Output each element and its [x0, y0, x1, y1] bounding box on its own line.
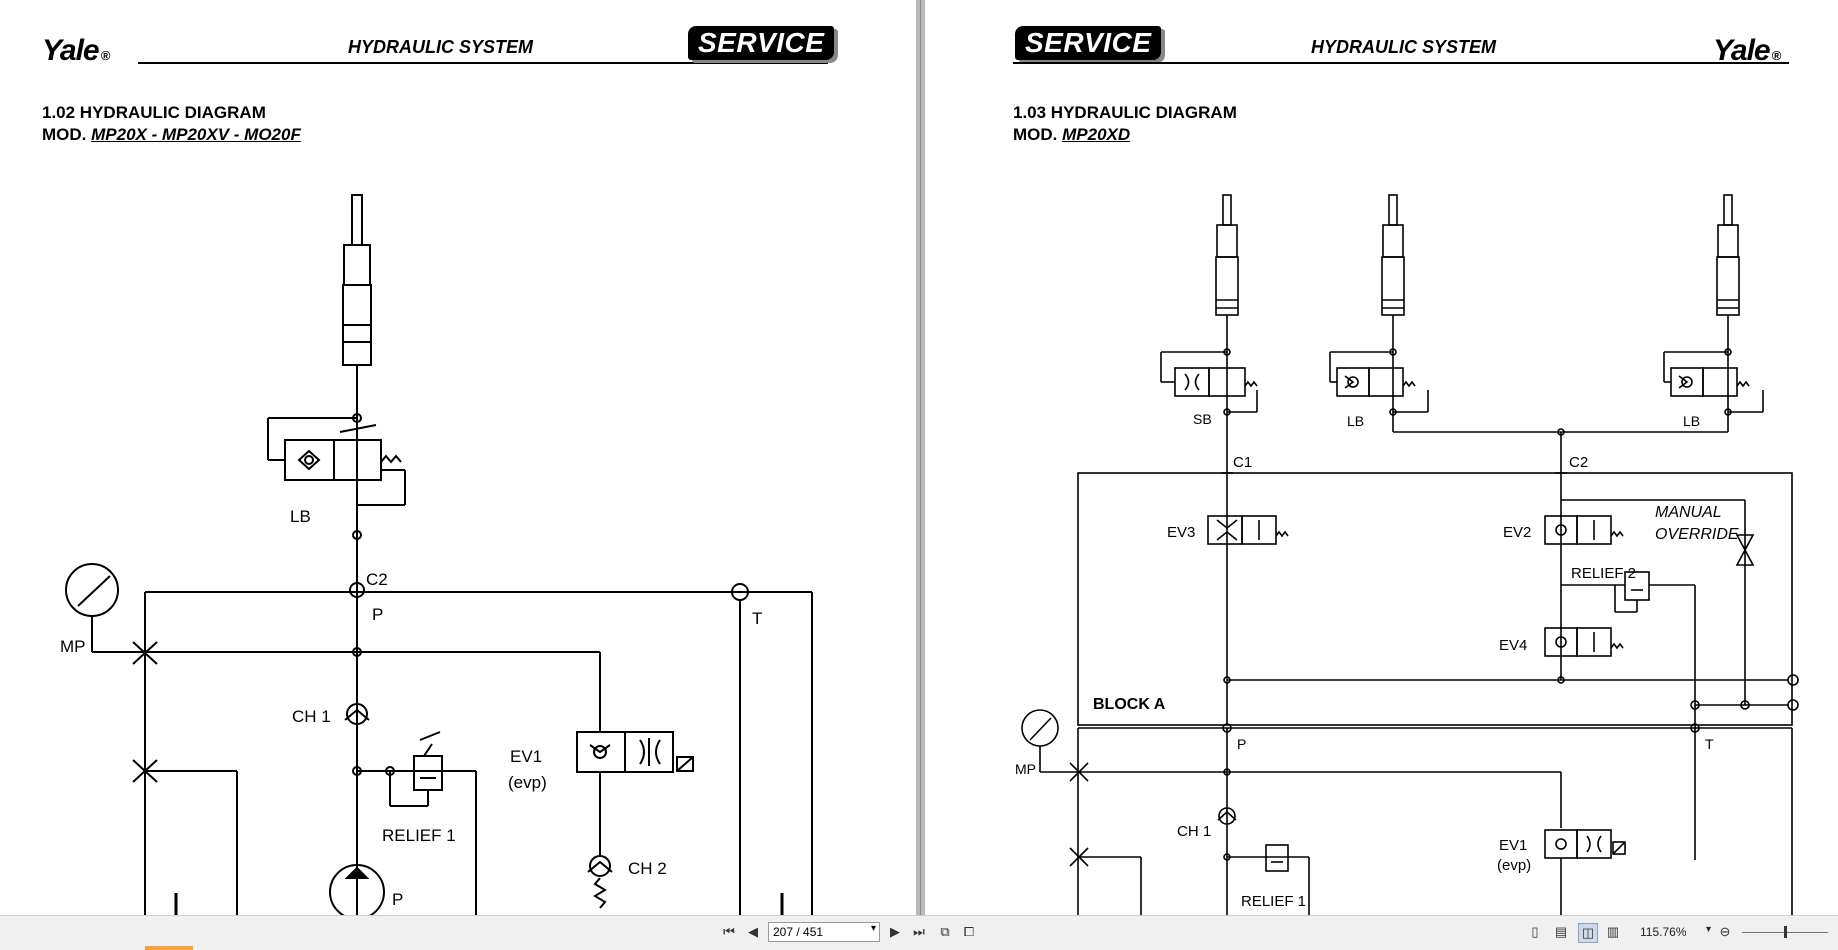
label-ch1: CH 1 — [292, 707, 331, 726]
prev-page-icon[interactable]: ◀ — [748, 924, 758, 939]
label-override: OVERRIDE — [1655, 526, 1739, 543]
label-lb: LB — [290, 507, 311, 526]
section-title: 1.02 HYDRAULIC DIAGRAM — [42, 103, 266, 122]
single-page-icon[interactable]: ▯ — [1531, 924, 1539, 939]
label-t: T — [1705, 736, 1714, 752]
viewer-toolbar: ⏮ ◀ 207 / 451▾ ▶ ⏭ ⧉ ⧠ ▯ ▤ ◫ ▥ 115.76% ▾… — [0, 915, 1838, 950]
last-page-icon[interactable]: ⏭ — [913, 924, 925, 939]
label-ev4: EV4 — [1499, 637, 1527, 654]
zoom-level[interactable]: 115.76% — [1640, 925, 1687, 939]
next-page-icon[interactable]: ▶ — [890, 924, 900, 939]
header-title: HYDRAULIC SYSTEM — [348, 37, 534, 57]
model-line: MOD. MP20XD — [1013, 125, 1131, 144]
label-ev1: EV1 — [510, 747, 542, 766]
label-ch1: CH 1 — [1177, 823, 1211, 840]
service-badge: SERVICE — [1015, 26, 1162, 60]
label-ev3: EV3 — [1167, 524, 1195, 541]
label-ch2: CH 2 — [628, 859, 667, 878]
yale-logo: Yale® — [42, 34, 110, 67]
continuous-icon[interactable]: ▤ — [1554, 924, 1568, 939]
label-c2: C2 — [1569, 454, 1588, 471]
label-lb2: LB — [1683, 413, 1700, 429]
section-title: 1.03 HYDRAULIC DIAGRAM — [1013, 103, 1237, 122]
label-c1: C1 — [1233, 454, 1252, 471]
label-mp: MP — [1015, 761, 1036, 777]
label-ev1: EV1 — [1499, 837, 1527, 854]
header-rule — [1013, 62, 1789, 64]
label-relief2: RELIEF 2 — [1571, 565, 1636, 582]
label-ev2: EV2 — [1503, 524, 1531, 541]
label-c2: C2 — [366, 570, 388, 589]
label-manual: MANUAL — [1655, 504, 1722, 521]
label-lb1: LB — [1347, 413, 1364, 429]
zoom-dropdown-icon[interactable]: ▾ — [1706, 924, 1712, 935]
page-divider — [916, 0, 925, 915]
label-relief1: RELIEF 1 — [382, 826, 456, 845]
model-line: MOD. MP20X - MP20XV - MO20F — [42, 125, 301, 144]
next-view-icon[interactable]: ⧠ — [963, 924, 975, 939]
hydraulic-diagram-right: SB LB LB C1 C2 EV3 EV2 MANUAL OVERRIDE R… — [1015, 194, 1799, 915]
page-number-input[interactable]: 207 / 451▾ — [768, 922, 880, 942]
label-evp: (evp) — [508, 773, 547, 792]
document-page-right: SERVICE HYDRAULIC SYSTEM Yale® 1.03 HYDR… — [925, 0, 1838, 915]
label-relief1: RELIEF 1 — [1241, 893, 1306, 910]
service-badge: SERVICE — [688, 26, 835, 60]
zoom-slider-thumb[interactable] — [1784, 926, 1787, 938]
header-rule — [138, 62, 828, 64]
label-p: P — [372, 605, 383, 624]
label-pump: P — [392, 890, 403, 909]
facing-icon[interactable]: ◫ — [1578, 923, 1598, 943]
label-t: T — [752, 609, 762, 628]
label-sb: SB — [1193, 411, 1212, 427]
tab-accent — [145, 946, 193, 950]
previous-view-icon[interactable]: ⧉ — [940, 924, 950, 939]
hydraulic-diagram-left: LB C2 P T MP CH 1 RELIEF 1 EV1 (evp) CH … — [60, 194, 813, 915]
zoom-out-icon[interactable]: ⊖ — [1719, 924, 1731, 939]
header-title: HYDRAULIC SYSTEM — [1311, 37, 1497, 57]
label-evp: (evp) — [1497, 857, 1531, 874]
continuous-facing-icon[interactable]: ▥ — [1606, 924, 1620, 939]
first-page-icon[interactable]: ⏮ — [723, 924, 735, 939]
yale-logo: Yale® — [1713, 34, 1781, 67]
document-page-left: Yale® HYDRAULIC SYSTEM SERVICE 1.02 HYDR… — [0, 0, 916, 915]
label-block-a: BLOCK A — [1093, 696, 1166, 713]
label-p: P — [1237, 736, 1246, 752]
label-mp: MP — [60, 637, 86, 656]
